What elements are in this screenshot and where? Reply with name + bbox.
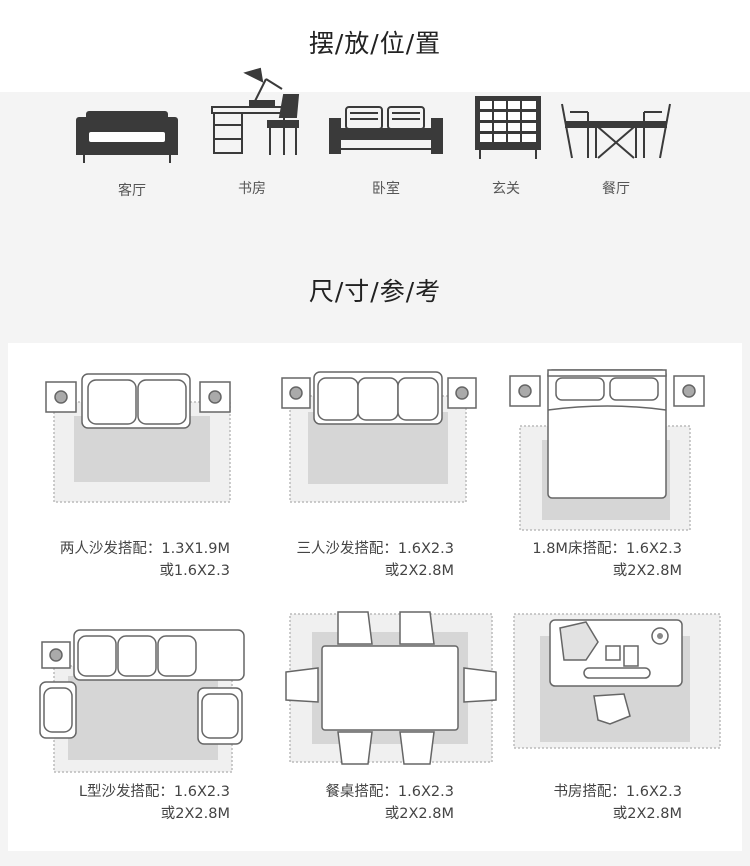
bed-diagram (508, 366, 708, 532)
dining-table-diagram (284, 606, 500, 770)
caption-line: 或1.6X2.3 (159, 563, 230, 579)
dining-table-icon (560, 102, 672, 160)
bedroom-bed-icon (328, 105, 444, 157)
size-caption-two-seat: 两人沙发搭配：1.3X1.9M 或1.6X2.3 (60, 538, 230, 582)
size-caption-bed: 1.8M床搭配：1.6X2.3 或2X2.8M (532, 538, 682, 582)
three-seat-sofa-diagram (278, 370, 484, 506)
size-caption-three-seat: 三人沙发搭配：1.6X2.3 或2X2.8M (296, 538, 454, 582)
placement-label-bedroom: 卧室 (372, 181, 400, 197)
placement-label-dining: 餐厅 (602, 181, 630, 197)
placement-title: 摆/放/位/置 (308, 29, 442, 58)
caption-line: L型沙发搭配：1.6X2.3 (78, 784, 230, 800)
entryway-cabinet-icon (474, 95, 542, 161)
size-title: 尺/寸/参/考 (308, 277, 442, 306)
l-sofa-diagram (38, 626, 248, 776)
placement-label-study: 书房 (238, 181, 266, 197)
caption-line: 餐桌搭配：1.6X2.3 (325, 784, 454, 800)
caption-line: 书房搭配：1.6X2.3 (553, 784, 682, 800)
caption-line: 或2X2.8M (612, 806, 682, 822)
caption-line: 三人沙发搭配：1.6X2.3 (296, 541, 454, 557)
two-seat-sofa-diagram (40, 372, 246, 506)
caption-line: 两人沙发搭配：1.3X1.9M (59, 541, 230, 557)
caption-line: 或2X2.8M (160, 806, 230, 822)
size-caption-l-sofa: L型沙发搭配：1.6X2.3 或2X2.8M (79, 781, 230, 825)
caption-line: 或2X2.8M (384, 806, 454, 822)
placement-label-entryway: 玄关 (492, 181, 520, 197)
caption-line: 1.8M床搭配：1.6X2.3 (532, 541, 682, 557)
size-caption-dining: 餐桌搭配：1.6X2.3 或2X2.8M (325, 781, 454, 825)
caption-line: 或2X2.8M (384, 563, 454, 579)
placement-label-living-room: 客厅 (118, 183, 146, 199)
study-desk-icon (210, 67, 306, 159)
living-room-sofa-icon (74, 103, 180, 165)
study-diagram (512, 612, 722, 750)
size-caption-study: 书房搭配：1.6X2.3 或2X2.8M (553, 781, 682, 825)
caption-line: 或2X2.8M (612, 563, 682, 579)
